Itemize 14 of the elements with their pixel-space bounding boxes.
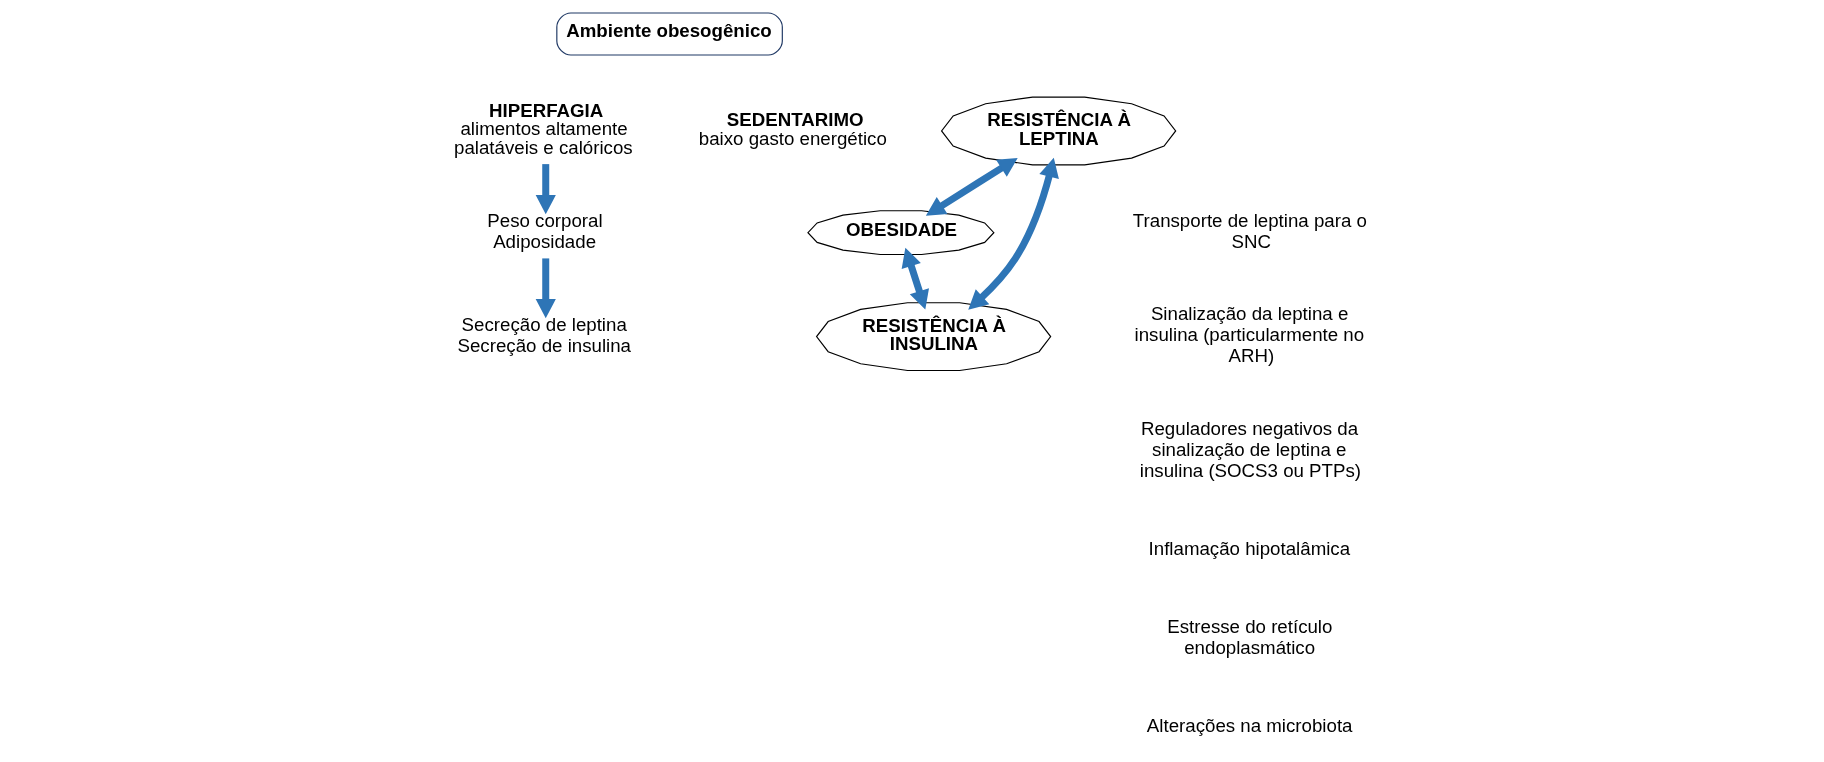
label: Inflamação hipotalâmica <box>1148 537 1351 559</box>
node-text: HIPERFAGIA alimentos altamente palatáveis e calóricos <box>454 99 633 159</box>
node-box: Ambiente obesogênico <box>556 12 783 56</box>
label: Sinalização da leptina e insulina (particularmente no ARH) <box>1134 303 1365 367</box>
node-text: SEDENTARIMO baixo gasto energético <box>698 109 887 149</box>
label: Reguladores negativos da sinalização de leptina e insulina (SOCS3 ou PTPs) <box>1139 417 1362 481</box>
label: Transporte de leptina para o SNC <box>1132 209 1367 252</box>
arrow <box>901 247 929 310</box>
node-text: Peso corporal Adiposidade <box>487 209 603 252</box>
label: Estresse do retículo endoplasmático <box>1167 616 1333 659</box>
arrow <box>925 157 1018 216</box>
node-text: Secreção de leptina Secreção de insulina <box>457 313 632 356</box>
label: Alterações na microbiota <box>1146 715 1353 737</box>
arrow <box>968 157 1059 310</box>
